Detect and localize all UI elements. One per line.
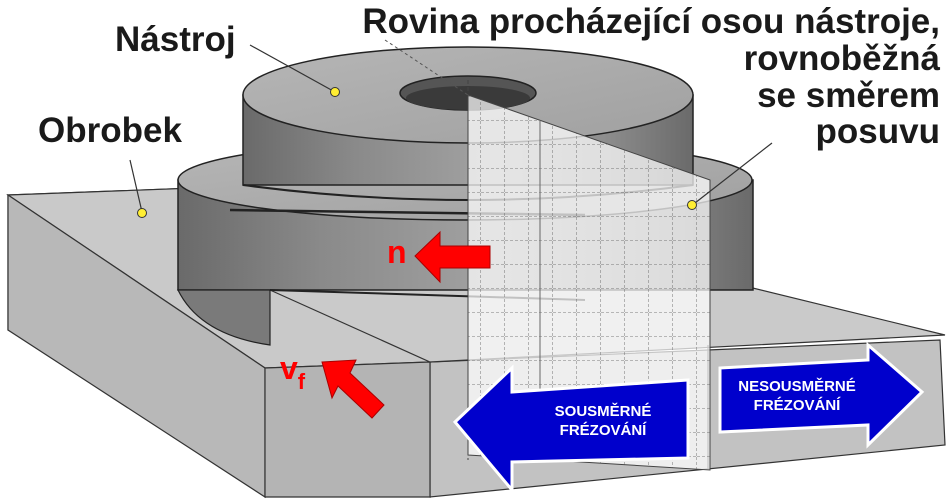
climb-milling-line-1: SOUSMĚRNÉ [528,403,678,422]
feed-symbol: vf [280,352,305,384]
plane-label: Rovina procházející osou nástroje, rovno… [362,4,940,151]
feed-symbol-main: v [280,350,298,386]
conventional-milling-label: NESOUSMĚRNÉ FRÉZOVÁNÍ [722,378,872,416]
workpiece-label: Obrobek [38,113,182,148]
conventional-milling-line-1: NESOUSMĚRNÉ [722,378,872,397]
plane-dot-marker [688,201,697,210]
plane-label-line-2: rovnoběžná [362,41,940,78]
plane-label-line-4: posuvu [362,114,940,151]
workpiece-dot-marker [138,209,147,218]
plane-label-line-1: Rovina procházející osou nástroje, [362,4,940,41]
tool-label: Nástroj [115,22,236,57]
plane-label-line-3: se směrem [362,78,940,115]
climb-milling-line-2: FRÉZOVÁNÍ [528,422,678,441]
climb-milling-label: SOUSMĚRNÉ FRÉZOVÁNÍ [528,403,678,441]
rotation-symbol: n [387,236,407,268]
tool-dot-marker [331,88,340,97]
feed-symbol-subscript: f [298,369,305,394]
conventional-milling-line-2: FRÉZOVÁNÍ [722,397,872,416]
